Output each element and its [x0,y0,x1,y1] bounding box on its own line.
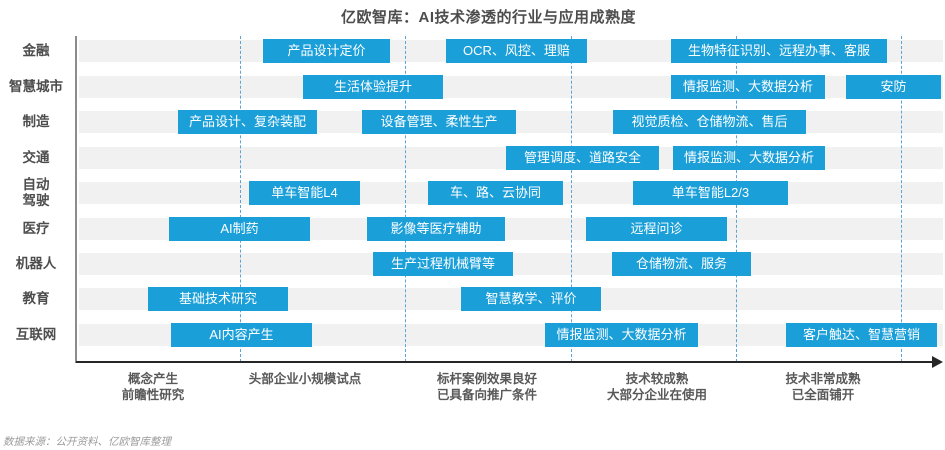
row-label: 智慧城市 [0,79,72,95]
stage-label-line: 概念产生 [127,372,178,386]
stage-label-line: 技术非常成熟 [785,372,861,386]
row-label: 交通 [0,150,72,166]
matrix-box: OCR、风控、理赔 [446,39,587,63]
stage-label-line: 标杆案例效果良好 [436,372,537,386]
matrix-box: 单车智能L4 [249,181,360,205]
matrix-box: 安防 [846,75,941,99]
stage-label-line: 技术较成熟 [625,372,689,386]
stage-label: 概念产生前瞻性研究 [43,371,263,403]
stage-divider-line [240,36,241,362]
matrix-box: 视觉质检、仓储物流、售后 [613,110,806,134]
matrix-box: 生产过程机械臂等 [373,252,513,276]
matrix-box: 基础技术研究 [148,287,288,311]
matrix-box: 情报监测、大数据分析 [671,75,825,99]
matrix-box: 影像等医疗辅助 [367,217,505,241]
row-label-line: 机器人 [15,256,57,271]
row-label: 金融 [0,43,72,59]
row-label: 互联网 [0,327,72,343]
row-label-line: 智慧城市 [9,79,63,94]
matrix-box: 产品设计、复杂装配 [178,110,317,134]
row-label: 自动驾驶 [0,177,72,209]
row-label-line: 金融 [22,43,50,58]
stage-divider-line [405,36,406,362]
row-label-line: 医疗 [22,221,50,236]
matrix-box: 情报监测、大数据分析 [673,146,825,170]
matrix-box: 管理调度、道路安全 [506,146,659,170]
source-note: 数据来源：公开资料、亿欧智库整理 [3,436,171,448]
stage-label-line: 已具备向推广条件 [436,388,537,402]
matrix-box: 生物特征识别、远程办事、客服 [671,39,887,63]
stage-label: 标杆案例效果良好已具备向推广条件 [377,371,597,403]
stage-divider-line [901,36,902,362]
stage-label: 技术非常成熟已全面铺开 [713,371,933,403]
matrix-box: 远程问诊 [586,217,727,241]
stage-label-line: 前瞻性研究 [121,388,185,402]
row-label: 教育 [0,291,72,307]
matrix-box: AI制药 [169,217,310,241]
matrix-box: 仓储物流、服务 [612,252,751,276]
stage-label: 头部企业小规模试点 [195,371,415,387]
row-label-line: 自动 [22,177,50,192]
row-label-line: 教育 [22,291,50,306]
matrix-box: 智慧教学、评价 [461,287,601,311]
row-label: 制造 [0,114,72,130]
matrix-box: 产品设计定价 [263,39,390,63]
matrix-box: 情报监测、大数据分析 [545,323,698,347]
stage-label-line: 已全面铺开 [791,388,855,402]
x-axis-line [76,361,934,363]
y-axis-line [75,36,77,363]
stage-label: 技术较成熟大部分企业在使用 [547,371,767,403]
row-label-line: 互联网 [15,327,57,342]
row-label: 医疗 [0,221,72,237]
matrix-box: 客户触达、智慧营销 [786,323,937,347]
row-label-line: 驾驶 [22,193,50,208]
row-label: 机器人 [0,256,72,272]
chart-title: 亿欧智库：AI技术渗透的行业与应用成熟度 [340,9,636,26]
x-axis-arrow-icon [932,356,943,368]
matrix-box: 车、路、云协同 [428,181,563,205]
row-label-line: 制造 [22,114,50,129]
matrix-box: 生活体验提升 [303,75,443,99]
matrix-box: AI内容产生 [171,323,312,347]
stage-label-line: 头部企业小规模试点 [248,372,362,386]
row-label-line: 交通 [22,150,50,165]
matrix-box: 单车智能L2/3 [633,181,788,205]
stage-label-line: 大部分企业在使用 [606,388,707,402]
matrix-box: 设备管理、柔性生产 [362,110,516,134]
stage-divider-line [571,36,572,362]
